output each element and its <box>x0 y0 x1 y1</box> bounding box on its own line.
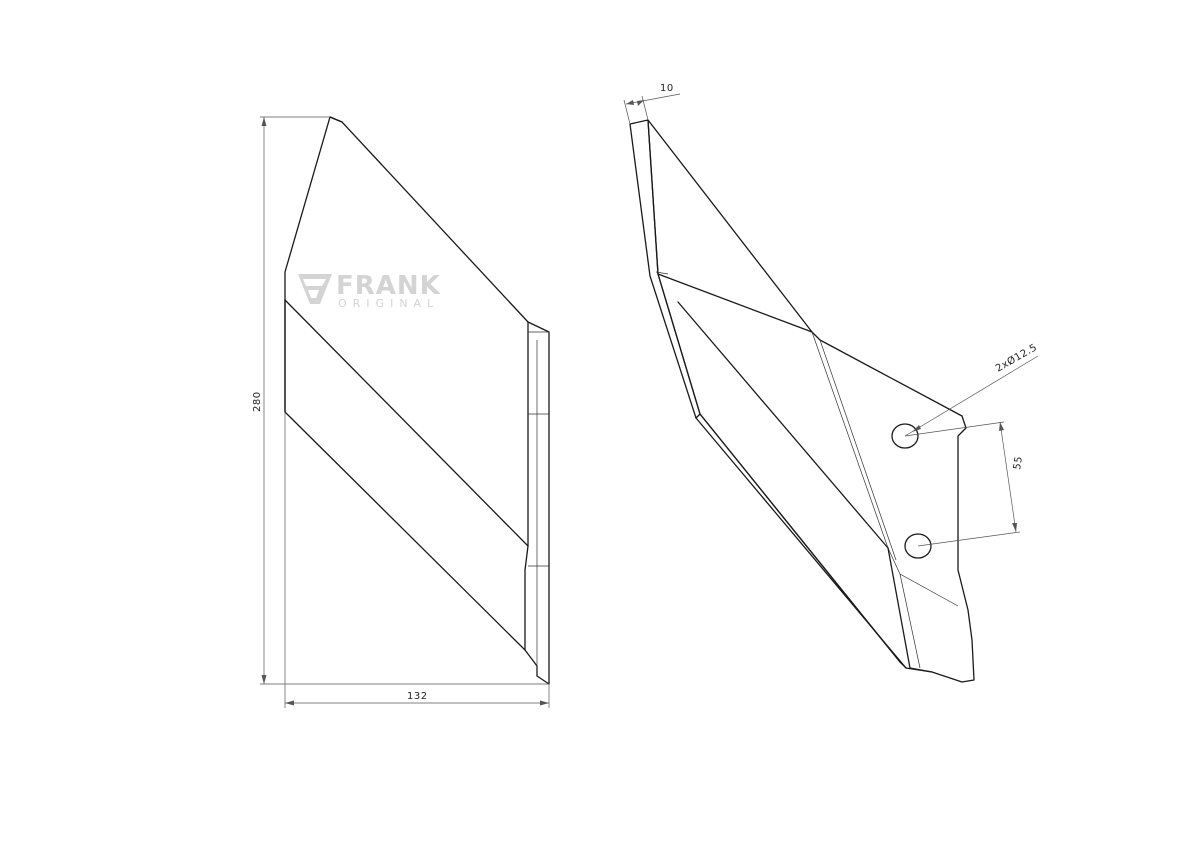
height-dimension: 280 <box>252 116 549 685</box>
iso-thin-line <box>655 271 669 275</box>
mounting-hole-lower <box>904 533 932 559</box>
front-view-outline <box>284 116 550 685</box>
thickness-dimension: 10 <box>623 83 681 125</box>
front-view-top-edge <box>329 116 343 123</box>
width-dimension: 132 <box>284 412 550 708</box>
mounting-hole-upper <box>891 423 919 449</box>
iso-flange-line-2 <box>819 339 897 561</box>
hole-diameter-callout: 2xØ12.5 <box>904 341 1040 437</box>
width-value: 132 <box>407 691 428 702</box>
height-value: 280 <box>252 391 263 412</box>
hole-spacing-dimension: 55 <box>904 421 1025 547</box>
iso-thickness-face <box>629 119 701 419</box>
frank-original-logo: FRANK ORIGINAL <box>298 271 441 310</box>
front-view <box>284 116 550 685</box>
hole-spacing-value: 55 <box>1012 455 1025 470</box>
iso-flange-line <box>811 331 959 607</box>
iso-lower-edge <box>695 417 907 669</box>
isometric-view <box>629 119 975 683</box>
thickness-value: 10 <box>660 83 674 94</box>
front-view-upper-bevel <box>284 299 529 547</box>
logo-word: FRANK <box>336 271 441 301</box>
frank-logo-mark-icon <box>298 274 332 304</box>
iso-main-face <box>647 119 975 683</box>
iso-tip-edge <box>887 547 933 673</box>
iso-bevel-band-top <box>677 301 889 549</box>
front-view-inner-step <box>524 321 529 651</box>
logo-subtitle: ORIGINAL <box>338 297 439 310</box>
iso-upper-bevel <box>657 273 813 333</box>
hole-diameter-value: 2xØ12.5 <box>994 341 1040 374</box>
iso-tip-edge-2 <box>899 573 921 669</box>
